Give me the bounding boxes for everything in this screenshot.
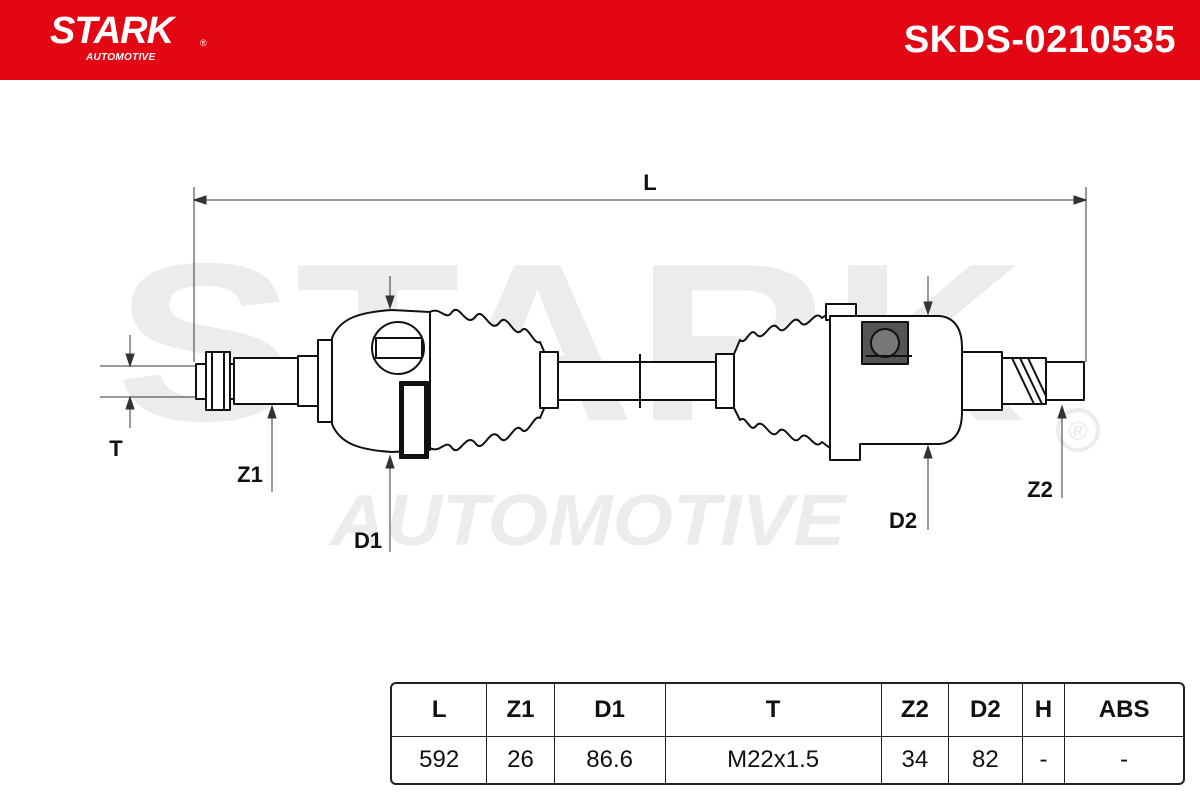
logo-subtitle: AUTOMOTIVE (86, 52, 156, 63)
left-nut (205, 351, 231, 411)
dimension-D2 (923, 276, 933, 530)
specs-header-cell: D1 (554, 684, 666, 737)
intermediate-shaft (557, 361, 719, 401)
label-L: L (643, 170, 656, 195)
specs-header-cell: D2 (949, 684, 1023, 737)
specs-value-cell: 26 (487, 737, 555, 783)
label-D2: D2 (889, 508, 917, 533)
dimension-Z1 (267, 404, 277, 492)
watermark-registered: ® (1068, 416, 1087, 446)
part-number: SKDS-0210535 (903, 19, 1176, 61)
watermark-automotive: AUTOMOTIVE (328, 481, 847, 561)
specs-value-cell: - (1023, 737, 1066, 783)
specs-value-cell: 592 (392, 737, 488, 783)
label-T: T (109, 436, 123, 461)
outer-boot (429, 308, 547, 452)
specs-header-cell: L (392, 684, 488, 737)
specs-value-cell: 34 (882, 737, 950, 783)
right-collar (961, 351, 1003, 411)
watermark-registered-circle (1056, 408, 1100, 452)
dimension-Z2 (1057, 404, 1067, 498)
specs-header-cell: Z1 (487, 684, 555, 737)
logo-brand: STARK (50, 10, 174, 52)
specs-value-cell: M22x1.5 (666, 737, 882, 783)
drive-shaft-drawing: STARK AUTOMOTIVE ® L T Z1 D1 (100, 170, 1100, 561)
specs-header-cell: Z2 (881, 684, 950, 737)
right-stub-end (1045, 361, 1085, 401)
dimension-T (100, 335, 200, 428)
logo-registered-mark: ® (200, 38, 207, 48)
stark-logo: STARK ® AUTOMOTIVE (50, 8, 210, 68)
specs-header-row: L Z1 D1 T Z2 D2 H ABS (392, 684, 1183, 737)
specs-header-cell: H (1022, 684, 1066, 737)
left-spline-shaft (233, 357, 299, 405)
drive-shaft (195, 303, 1085, 461)
dimension-D1 (385, 276, 395, 552)
specs-table: L Z1 D1 T Z2 D2 H ABS 592 26 86.6 M22x1.… (390, 682, 1185, 785)
specs-value-cell: 86.6 (555, 737, 666, 783)
specs-header-cell: T (665, 684, 882, 737)
specs-value-cell: - (1120, 746, 1129, 773)
label-Z2: Z2 (1027, 477, 1053, 502)
header-bar: STARK ® AUTOMOTIVE SKDS-0210535 (0, 0, 1200, 80)
dimension-L (192, 187, 1088, 362)
specs-value-row: 592 26 86.6 M22x1.5 34 82 - - (392, 737, 1183, 783)
label-Z1: Z1 (237, 462, 263, 487)
specs-value-cell: 82 (949, 737, 1023, 783)
specs-header-cell: ABS (1065, 684, 1183, 737)
label-D1: D1 (354, 528, 382, 553)
